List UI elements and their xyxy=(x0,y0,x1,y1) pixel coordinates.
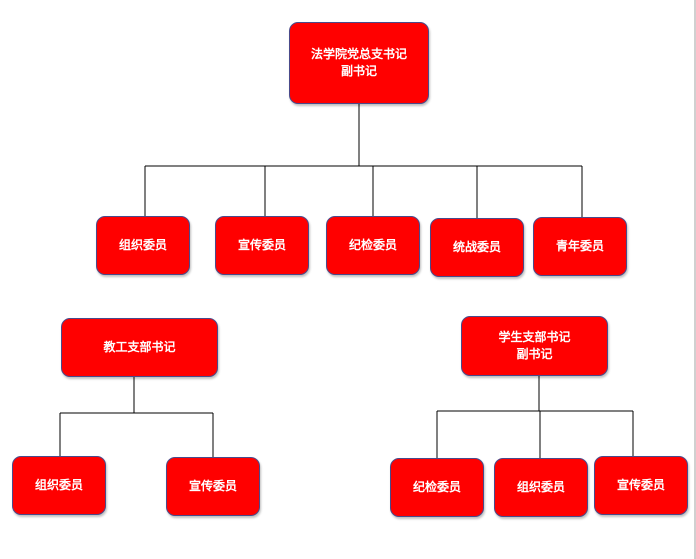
node-committee-3: 纪检委员 xyxy=(326,216,420,275)
node-student-member-1-label: 纪检委员 xyxy=(412,480,461,494)
node-student-member-1: 纪检委员 xyxy=(390,458,484,517)
node-student-secretary: 学生支部书记 副书记 xyxy=(461,316,608,376)
node-committee-1: 组织委员 xyxy=(96,216,190,275)
node-student-secretary-line2: 副书记 xyxy=(516,347,553,361)
node-faculty-secretary-label: 教工支部书记 xyxy=(103,340,176,354)
page-border xyxy=(694,0,696,559)
node-student-member-3: 宣传委员 xyxy=(594,456,688,515)
node-student-member-3-label: 宣传委员 xyxy=(616,478,665,492)
node-student-secretary-line1: 学生支部书记 xyxy=(498,330,571,344)
node-faculty-secretary: 教工支部书记 xyxy=(61,318,218,377)
node-general-secretary: 法学院党总支书记 副书记 xyxy=(289,22,429,104)
node-committee-5: 青年委员 xyxy=(533,217,627,276)
node-student-member-2: 组织委员 xyxy=(494,458,588,517)
node-general-secretary-line2: 副书记 xyxy=(340,64,377,78)
node-committee-2-label: 宣传委员 xyxy=(237,238,286,252)
node-committee-2: 宣传委员 xyxy=(215,216,309,275)
node-committee-4: 统战委员 xyxy=(430,218,524,277)
node-committee-1-label: 组织委员 xyxy=(118,238,167,252)
node-general-secretary-line1: 法学院党总支书记 xyxy=(310,47,407,61)
node-committee-5-label: 青年委员 xyxy=(555,239,604,253)
node-committee-4-label: 统战委员 xyxy=(452,240,501,254)
node-committee-3-label: 纪检委员 xyxy=(348,238,397,252)
node-faculty-member-1: 组织委员 xyxy=(12,456,106,515)
node-faculty-member-2: 宣传委员 xyxy=(166,457,260,516)
node-student-member-2-label: 组织委员 xyxy=(516,480,565,494)
node-faculty-member-2-label: 宣传委员 xyxy=(188,479,237,493)
node-faculty-member-1-label: 组织委员 xyxy=(34,478,83,492)
